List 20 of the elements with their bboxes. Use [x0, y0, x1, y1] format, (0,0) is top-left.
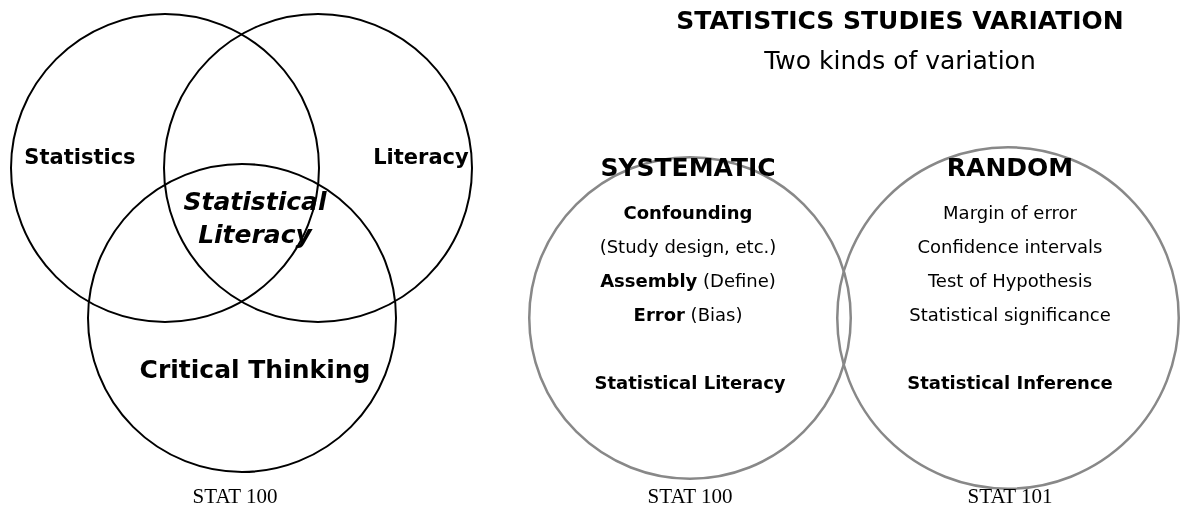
caption: STAT 100	[192, 483, 278, 509]
category-heading: RANDOM	[946, 154, 1074, 182]
course-label: Statistical Literacy	[594, 373, 786, 393]
circle-label: Critical Thinking	[139, 356, 371, 384]
list-item: Test of Hypothesis	[927, 271, 1093, 291]
list-item: Margin of error	[943, 203, 1077, 223]
category-heading: SYSTEMATIC	[600, 154, 776, 182]
course-label: Statistical Inference	[907, 373, 1113, 393]
caption: STAT 100	[647, 483, 733, 509]
list-item: Confidence intervals	[917, 237, 1103, 257]
list-item: Assembly (Define)	[600, 271, 776, 291]
caption: STAT 101	[967, 483, 1053, 509]
list-item: (Study design, etc.)	[599, 237, 777, 257]
circle-label: Statistics	[24, 146, 136, 170]
circle-label: Literacy	[373, 146, 469, 170]
list-item: Confounding	[623, 203, 753, 223]
subtitle: Two kinds of variation	[764, 45, 1036, 75]
title: STATISTICS STUDIES VARIATION	[676, 5, 1124, 35]
list-item: Statistical significance	[909, 305, 1111, 325]
list-item: Error (Bias)	[633, 305, 743, 325]
